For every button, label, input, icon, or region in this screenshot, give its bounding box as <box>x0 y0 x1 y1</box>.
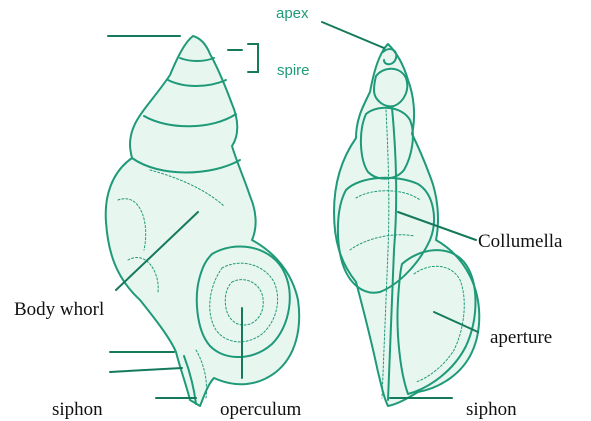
leader-apex <box>322 22 384 48</box>
right-shell-section <box>334 44 479 406</box>
label-collumella: Collumella <box>478 232 562 251</box>
label-spire: spire <box>277 63 310 78</box>
leader-left-2 <box>110 368 182 372</box>
left-shell-outline <box>106 36 299 406</box>
label-operculum: operculum <box>220 400 301 419</box>
label-body-whorl: Body whorl <box>14 300 104 319</box>
label-apex: apex <box>276 6 309 21</box>
spire-bracket <box>248 44 258 72</box>
label-siphon-left: siphon <box>52 400 103 419</box>
label-aperture: aperture <box>490 328 552 347</box>
left-shell-exterior <box>106 36 299 406</box>
right-shell-outline <box>334 44 479 406</box>
label-siphon-right: siphon <box>466 400 517 419</box>
